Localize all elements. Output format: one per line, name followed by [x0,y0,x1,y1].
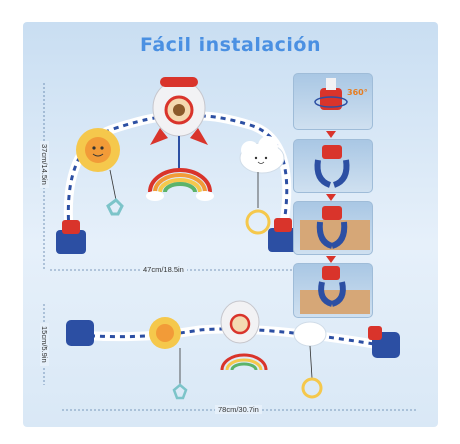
rainbow-toy-flat [220,353,268,371]
step-3-clamp [300,206,370,250]
arrow-down-icon [326,131,336,138]
page-title: Fácil instalación [139,34,322,56]
cloud-toy [239,136,285,235]
height-label-top: 37cm/14.5in [40,141,49,188]
clamp-left [56,220,86,254]
width-label-top: 47cm/18.5in [140,265,187,274]
arrow-down-icon [326,256,336,263]
bottom-toy-flat [66,300,400,400]
step-4-clamp [300,266,370,314]
sun-toy [76,128,124,216]
arrow-down-icon [326,194,336,201]
install-step-2 [293,139,373,193]
step-1-clamp [314,78,348,110]
clamp-left-flat [66,320,94,346]
top-toy-arch [56,77,298,254]
rocket-toy [150,77,208,170]
rotation-badge: 360° [347,88,368,97]
step-2-clamp [314,145,350,188]
height-label-bottom: 15cm/5.9in [40,323,49,366]
width-label-bottom: 78cm/30.7in [215,405,262,414]
clamp-right [268,218,298,252]
rainbow-toy [146,168,214,201]
